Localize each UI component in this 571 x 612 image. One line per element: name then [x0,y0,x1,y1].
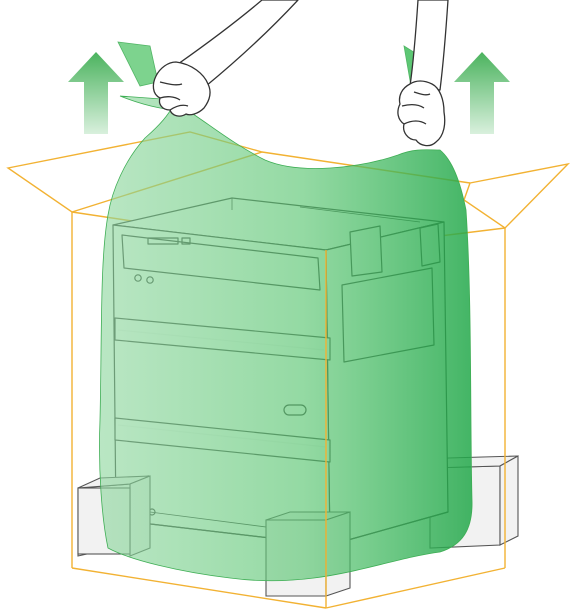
up-arrow-icon [68,52,124,134]
right-hand [398,0,448,146]
up-arrow-icon [454,52,510,134]
green-plastic-bag [99,96,472,581]
left-hand [153,0,298,116]
bag-corner-left [118,42,158,86]
